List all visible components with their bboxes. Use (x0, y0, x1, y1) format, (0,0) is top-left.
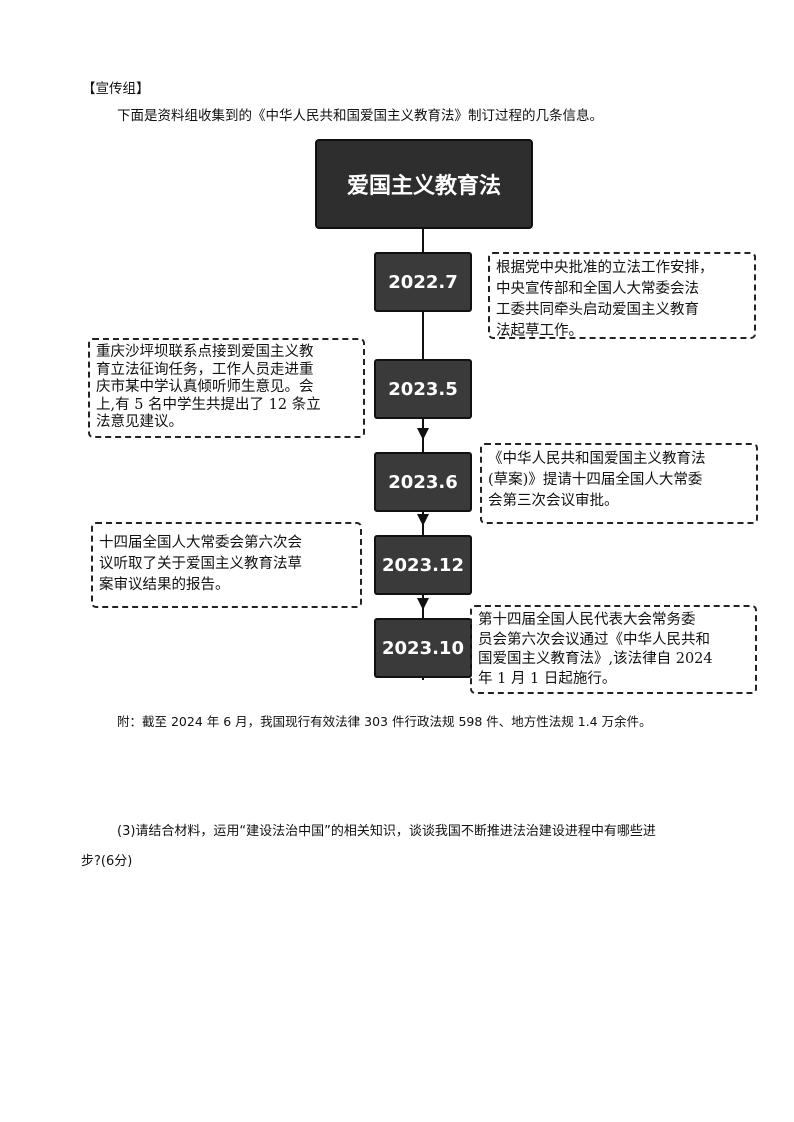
note-line: 会第三次会议审批。 (488, 493, 619, 509)
note-2023-12: 十四届全国人大常委会第六次会 议听取了关于爱国主义教育法草 案审议结果的报告。 (91, 522, 362, 608)
arrow-icon (417, 428, 429, 440)
note-line: 重庆沙坪坝联系点接到爱国主义教 (96, 344, 314, 360)
note-2023-5: 重庆沙坪坝联系点接到爱国主义教 育立法征询任务，工作人员走进重 庆市某中学认真倾… (88, 338, 365, 438)
arrow-icon (417, 514, 429, 526)
question-line-1: (3)请结合材料，运用“建设法治中国”的相关知识，谈谈我国不断推进法治建设进程中… (117, 824, 656, 839)
note-line: 法意见建议。 (96, 414, 183, 430)
section-heading: 【宣传组】 (82, 81, 150, 97)
note-line: 员会第六次会议通过《中华人民共和 (478, 631, 710, 648)
note-line: 上,有 5 名中学生共提出了 12 条立 (96, 396, 321, 413)
note-line: 育立法征询任务，工作人员走进重 (96, 361, 314, 378)
note-line: 工委共同牵头启动爱国主义教育 (496, 302, 699, 318)
note-2022-7: 根据党中央批准的立法工作安排， 中央宣传部和全国人大常委会法 工委共同牵头启动爱… (488, 252, 756, 339)
note-line: 法起草工作。 (496, 323, 583, 339)
note-line: 第十四届全国人民代表大会常务委 (478, 612, 696, 628)
note-line: 议听取了关于爱国主义教育法草 (99, 556, 302, 572)
note-line: 庆市某中学认真倾听师生意见。会 (96, 379, 314, 395)
footnote: 附：截至 2024 年 6 月，我国现行有效法律 303 件行政法规 598 件… (117, 714, 652, 729)
arrow-icon (417, 598, 429, 610)
date-box: 2022.7 (374, 252, 472, 312)
note-line: 年 1 月 1 日起施行。 (478, 670, 617, 687)
date-box: 2023.12 (374, 535, 472, 595)
note-line: 中央宣传部和全国人大常委会法 (496, 281, 699, 297)
date-box: 2023.5 (374, 359, 472, 419)
note-2023-10: 第十四届全国人民代表大会常务委 员会第六次会议通过《中华人民共和 国爱国主义教育… (470, 605, 757, 694)
note-2023-6: 《中华人民共和国爱国主义教育法 (草案)》提请十四届全国人大常委 会第三次会议审… (480, 443, 758, 524)
diagram-title: 爱国主义教育法 (315, 139, 533, 229)
note-line: 根据党中央批准的立法工作安排， (496, 260, 714, 276)
note-line: (草案)》提请十四届全国人大常委 (488, 472, 703, 488)
date-box: 2023.10 (374, 618, 472, 678)
note-line: 案审议结果的报告。 (99, 577, 230, 593)
note-line: 十四届全国人大常委会第六次会 (99, 535, 302, 551)
note-line: 国爱国主义教育法》,该法律自 2024 (478, 651, 713, 667)
question-line-2: 步?(6分) (81, 854, 133, 869)
note-line: 《中华人民共和国爱国主义教育法 (488, 451, 706, 467)
date-box: 2023.6 (374, 452, 472, 512)
intro-text: 下面是资料组收集到的《中华人民共和国爱国主义教育法》制订过程的几条信息。 (117, 108, 603, 124)
